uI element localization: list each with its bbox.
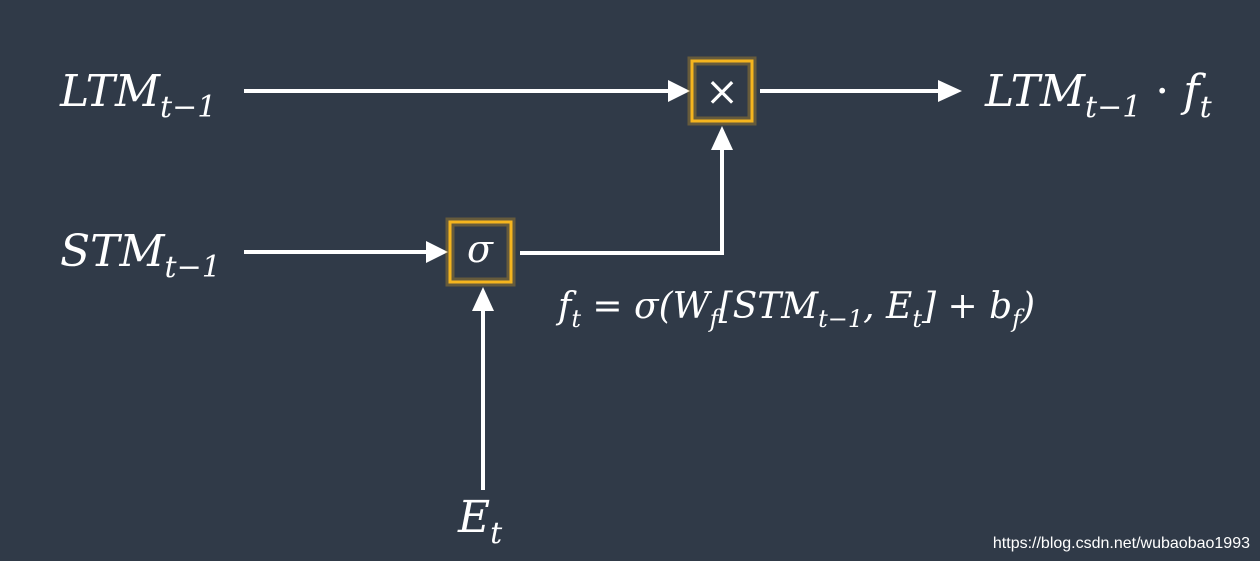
ltm-to-multiply-arrowhead xyxy=(668,80,690,102)
stm-input-subscript: t−1 xyxy=(165,250,221,285)
output-dot: · xyxy=(1141,66,1183,117)
sigmoid-gate: σ xyxy=(445,217,516,287)
forget-gate-equation: ft = σ(Wf[STMt−1, Et] + bf) xyxy=(555,286,1035,333)
sigmoid-gate-box xyxy=(448,220,513,284)
output-ltm-base: LTM xyxy=(984,66,1086,117)
ltm-input-subscript: t−1 xyxy=(160,90,216,125)
equation-eq-sigma: = σ(W xyxy=(581,286,713,327)
equation-close-paren: ) xyxy=(1020,286,1035,327)
stm-to-sigmoid-arrowhead xyxy=(426,241,448,263)
multiply-gate: × xyxy=(687,56,757,126)
output-ltm-subscript: t−1 xyxy=(1085,90,1141,125)
sigmoid-to-multiply-arrowhead xyxy=(711,126,733,150)
event-input-base: E xyxy=(457,492,490,543)
ltm-input-base: LTM xyxy=(59,66,161,117)
sigmoid-to-multiply-line xyxy=(520,148,724,255)
event-input-label: Et xyxy=(457,492,503,551)
equation-f-subscript: t xyxy=(571,305,581,333)
multiply-to-output-arrowhead xyxy=(938,80,962,102)
equation-close-plus-b: ] + b xyxy=(921,286,1012,327)
ltm-input-label: LTMt−1 xyxy=(59,66,216,125)
watermark-url: https://blog.csdn.net/wubaobao1993 xyxy=(993,535,1250,552)
equation-comma-e: , E xyxy=(863,286,912,327)
equation-stm-subscript: t−1 xyxy=(818,305,863,333)
output-label: LTMt−1 · ft xyxy=(984,66,1213,125)
output-f-subscript: t xyxy=(1200,90,1213,125)
multiply-symbol: × xyxy=(705,69,739,115)
stm-input-label: STMt−1 xyxy=(60,226,221,285)
stm-input-base: STM xyxy=(60,226,165,277)
multiply-gate-box xyxy=(690,59,754,123)
event-input-subscript: t xyxy=(490,516,503,551)
sigmoid-symbol: σ xyxy=(467,227,494,271)
event-to-sigmoid-arrowhead xyxy=(472,287,494,311)
equation-e-subscript: t xyxy=(912,305,922,333)
equation-bracket-stm: [STM xyxy=(719,286,820,327)
